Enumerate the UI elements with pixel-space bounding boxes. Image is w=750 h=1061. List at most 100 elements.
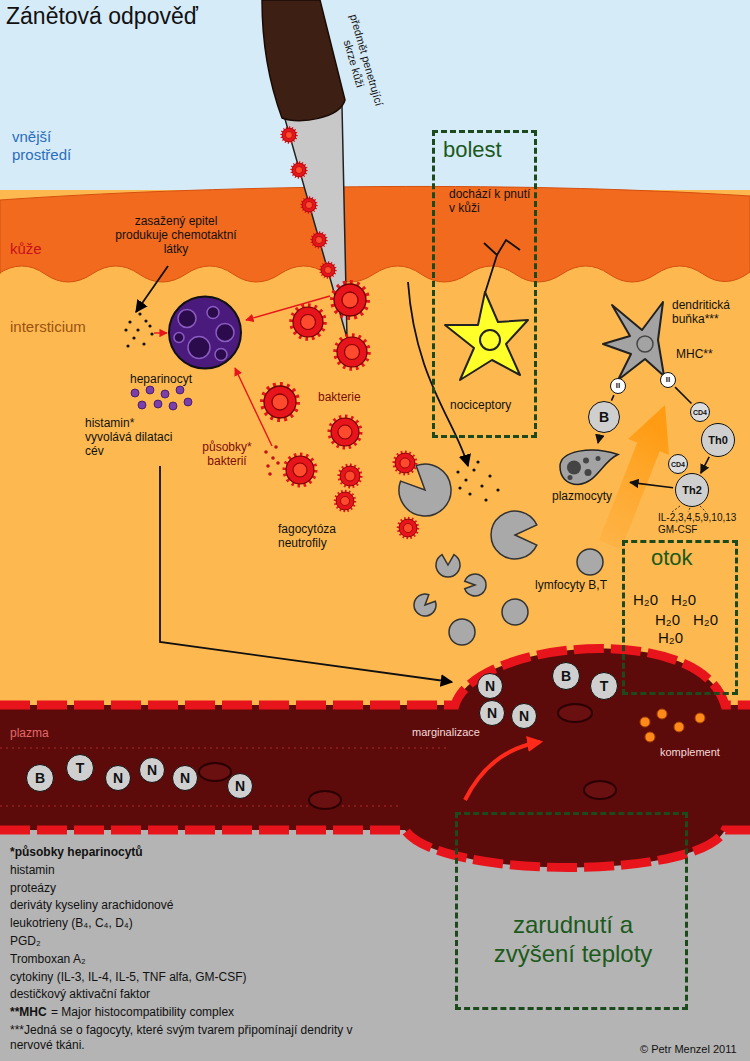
node-heading: nociceptory	[450, 398, 511, 412]
node-text: H₂0	[693, 611, 718, 629]
cytokine-list: IL-2,3,4,5,9,10,13 GM-CSF	[658, 512, 746, 536]
deep-tissue-ground	[0, 830, 750, 1061]
chemotactic-dots	[124, 312, 153, 347]
cell-letter: N	[113, 771, 123, 785]
bacteria	[264, 128, 417, 537]
cell-letter: N	[180, 771, 190, 785]
callout-label: lymfocyty B,T	[535, 578, 607, 592]
cell-letter: CD4	[671, 461, 685, 468]
node-text: H₂0	[658, 629, 683, 647]
region-label: kůže	[10, 240, 42, 258]
node-heading: zarudnutí a zvýšení teploty	[478, 911, 668, 969]
footnote: histamin	[10, 863, 55, 878]
helper-t-cell: Th2	[675, 473, 709, 507]
region-label: vnější prostředí	[12, 128, 92, 163]
note-text: fagocytóza neutrofily	[278, 522, 374, 550]
connector	[630, 482, 673, 487]
note-text: zasažený epitel produkuje chemotaktní lá…	[115, 214, 237, 256]
neutrophil: N	[139, 757, 165, 783]
penetrating-object	[262, 0, 347, 338]
cytokine-release	[672, 506, 706, 512]
cell-letter: B	[561, 669, 571, 683]
footnote: = Major histocompatibility complex	[51, 1005, 234, 1020]
footnote: destičkový aktivační faktor	[10, 987, 150, 1002]
b-lymphocyte: B	[552, 662, 580, 690]
callout-label: bakterie	[318, 390, 361, 404]
region-label: intersticium	[10, 318, 86, 336]
cell-letter: N	[487, 706, 497, 720]
node-heading: plazmocyty	[552, 489, 612, 503]
t-lymphocyte: T	[590, 672, 618, 700]
lymphocytes	[449, 549, 603, 645]
mhc-receptor: II	[660, 372, 676, 388]
symptom-box: bolestdochází k pnutí v kůžinociceptory	[432, 130, 537, 438]
node-heading: bolest	[443, 137, 502, 163]
phagocyte-products	[456, 460, 499, 501]
region-label: plazma	[10, 726, 49, 740]
symptom-box: zarudnutí a zvýšení teploty	[455, 812, 688, 1010]
skin-layer	[0, 186, 750, 282]
neutrophil: N	[172, 765, 198, 791]
copyright-note: © Petr Menzel 2011	[640, 1043, 737, 1056]
footnote: deriváty kyseliny arachidonové	[10, 898, 173, 913]
b-lymphocyte: B	[588, 401, 620, 433]
note-text: histamin* vyvolává dilataci cév	[85, 416, 173, 458]
neutrophil: N	[477, 673, 503, 699]
heparinocyte-granules	[131, 386, 192, 410]
connector	[675, 387, 691, 403]
footnote: PGD₂	[10, 934, 41, 949]
neutrophil: N	[479, 700, 505, 726]
footnote: ***Jedná se o fagocyty, které svým tvare…	[10, 1023, 365, 1053]
symptom-box: otokH₂0H₂0H₂0H₂0H₂0	[622, 540, 738, 695]
diagram-title: Zánětová odpověď	[6, 3, 198, 30]
connector	[701, 457, 709, 473]
callout-label: komplement	[660, 746, 720, 759]
node-heading: otok	[651, 545, 693, 571]
neutrophil: N	[511, 703, 537, 729]
footnote: **MHC	[10, 1005, 47, 1020]
neutrophil: N	[105, 765, 131, 791]
footnote: Tromboxan A₂	[10, 952, 86, 967]
nociceptor-cell: nociceptory	[440, 280, 530, 430]
footnote: *působky heparinocytů	[10, 845, 143, 860]
node-heading: heparinocyt	[130, 372, 192, 386]
node-heading: dendritická buňka***	[672, 298, 746, 326]
connector	[598, 435, 600, 444]
plasma-cell: plazmocyty	[552, 445, 628, 510]
callout-label: marginalizace	[412, 726, 480, 739]
cd4-marker: CD4	[690, 402, 710, 422]
cell-letter: Th2	[682, 485, 702, 496]
nerve-ending	[484, 240, 520, 293]
chemotaxis-arrows	[154, 296, 330, 446]
bacterial-products	[264, 445, 280, 476]
cell-letter: B	[599, 410, 609, 424]
cell-letter: N	[147, 763, 157, 777]
cell-letter: CD4	[693, 409, 707, 416]
cell-letter: Th0	[708, 435, 728, 446]
t-lymphocyte: T	[66, 754, 94, 782]
cell-letter: T	[600, 679, 609, 693]
cell-letter: II	[666, 376, 670, 384]
node-text: H₂0	[655, 611, 680, 629]
cell-letter: T	[76, 761, 85, 775]
mhc-receptor: II	[610, 378, 626, 394]
node-text: H₂0	[633, 591, 658, 609]
neutrophil: N	[227, 773, 253, 799]
cell-letter: N	[519, 709, 529, 723]
cell-letter: N	[235, 779, 245, 793]
node-text: H₂0	[671, 591, 696, 609]
heparinocyte-cell: heparinocyt	[117, 290, 247, 393]
process-arrows	[136, 266, 468, 682]
footnote: leukotrieny (B₄, C₄, D₄)	[10, 916, 133, 931]
note-text: působky* bakterií	[190, 440, 264, 468]
cell-letter: B	[35, 771, 45, 785]
connector	[611, 395, 614, 401]
neutrophils	[399, 464, 537, 616]
b-lymphocyte: B	[26, 764, 54, 792]
footnote: proteázy	[10, 881, 56, 896]
cell-letter: II	[616, 382, 620, 390]
cell-letter: N	[485, 679, 495, 693]
blood-vessel	[0, 649, 750, 868]
callout-label: MHC**	[676, 347, 713, 361]
